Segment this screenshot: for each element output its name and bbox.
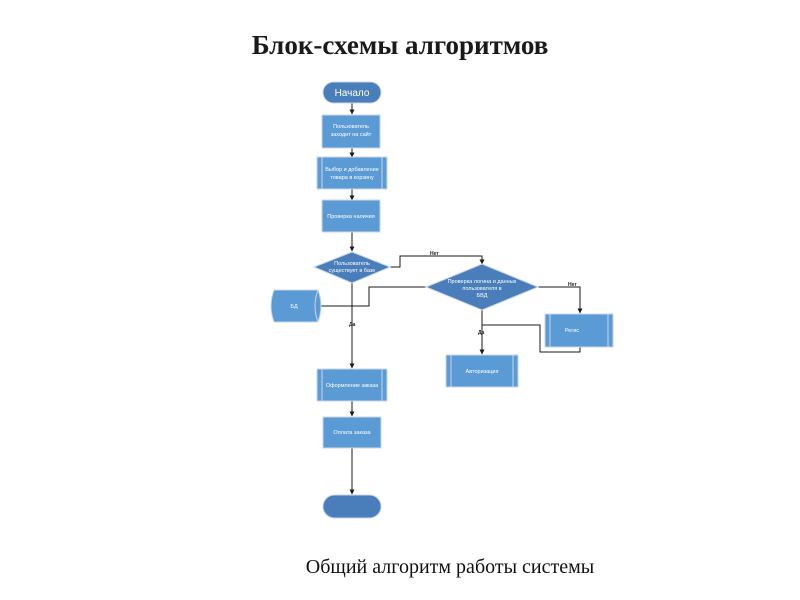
connector-decision1-no [390, 255, 485, 268]
step2-line1: Выбор и добавление [325, 167, 379, 173]
decision2-line1: Проверка логина и данных [448, 279, 517, 285]
process-order: Оформление заказа [316, 368, 388, 402]
step1-line1: Пользователь [333, 124, 369, 130]
connector-decision2-regist [538, 286, 583, 314]
regist-label: Регис [565, 328, 580, 334]
decision-check-login: Проверка логина и данных пользователя в … [424, 263, 540, 311]
start-terminator: Начало [322, 81, 382, 104]
decision-user-exists: Пользователь существует в базе [312, 251, 392, 284]
process-step-3: Проверка наличия [321, 199, 381, 233]
end-terminator [322, 494, 382, 519]
process-payment: Оплата заказа [322, 416, 382, 449]
process-registration: Регис [544, 313, 614, 348]
step3-label: Проверка наличия [327, 214, 374, 220]
decision1-line1: Пользователь [334, 261, 370, 267]
label-no-1: Нет [430, 251, 439, 257]
payment-label: Оплата заказа [333, 430, 371, 436]
process-step-1: Пользователь заходит на сайт [321, 114, 381, 149]
process-authorization: Авторизация [445, 354, 519, 388]
connectors [320, 103, 583, 495]
step1-line2: заходит на сайт [331, 131, 372, 138]
auth-label: Авторизация [466, 369, 499, 375]
label-yes-2: Да [478, 330, 485, 336]
database-storage: БД [270, 289, 322, 323]
decision1-line2: существует в базе [329, 268, 376, 274]
db-label: БД [290, 304, 298, 310]
label-no-2: Нет [568, 282, 577, 288]
connector-regist-loop [482, 324, 581, 353]
start-label: Начало [335, 88, 370, 99]
decision2-line3: БВД [477, 293, 488, 299]
slide-caption: Общий алгоритм работы системы [305, 556, 595, 578]
decision2-line2: пользователя в [462, 286, 501, 292]
predefined-process-step-2: Выбор и добавление товара в корзину [316, 156, 388, 190]
connector-decision2-back [352, 286, 426, 307]
label-yes-1: Да [349, 322, 356, 328]
step2-line2: товара в корзину [330, 175, 374, 181]
slide-title: Блок-схемы алгоритмов [251, 30, 549, 60]
order-label: Оформление заказа [326, 383, 379, 389]
